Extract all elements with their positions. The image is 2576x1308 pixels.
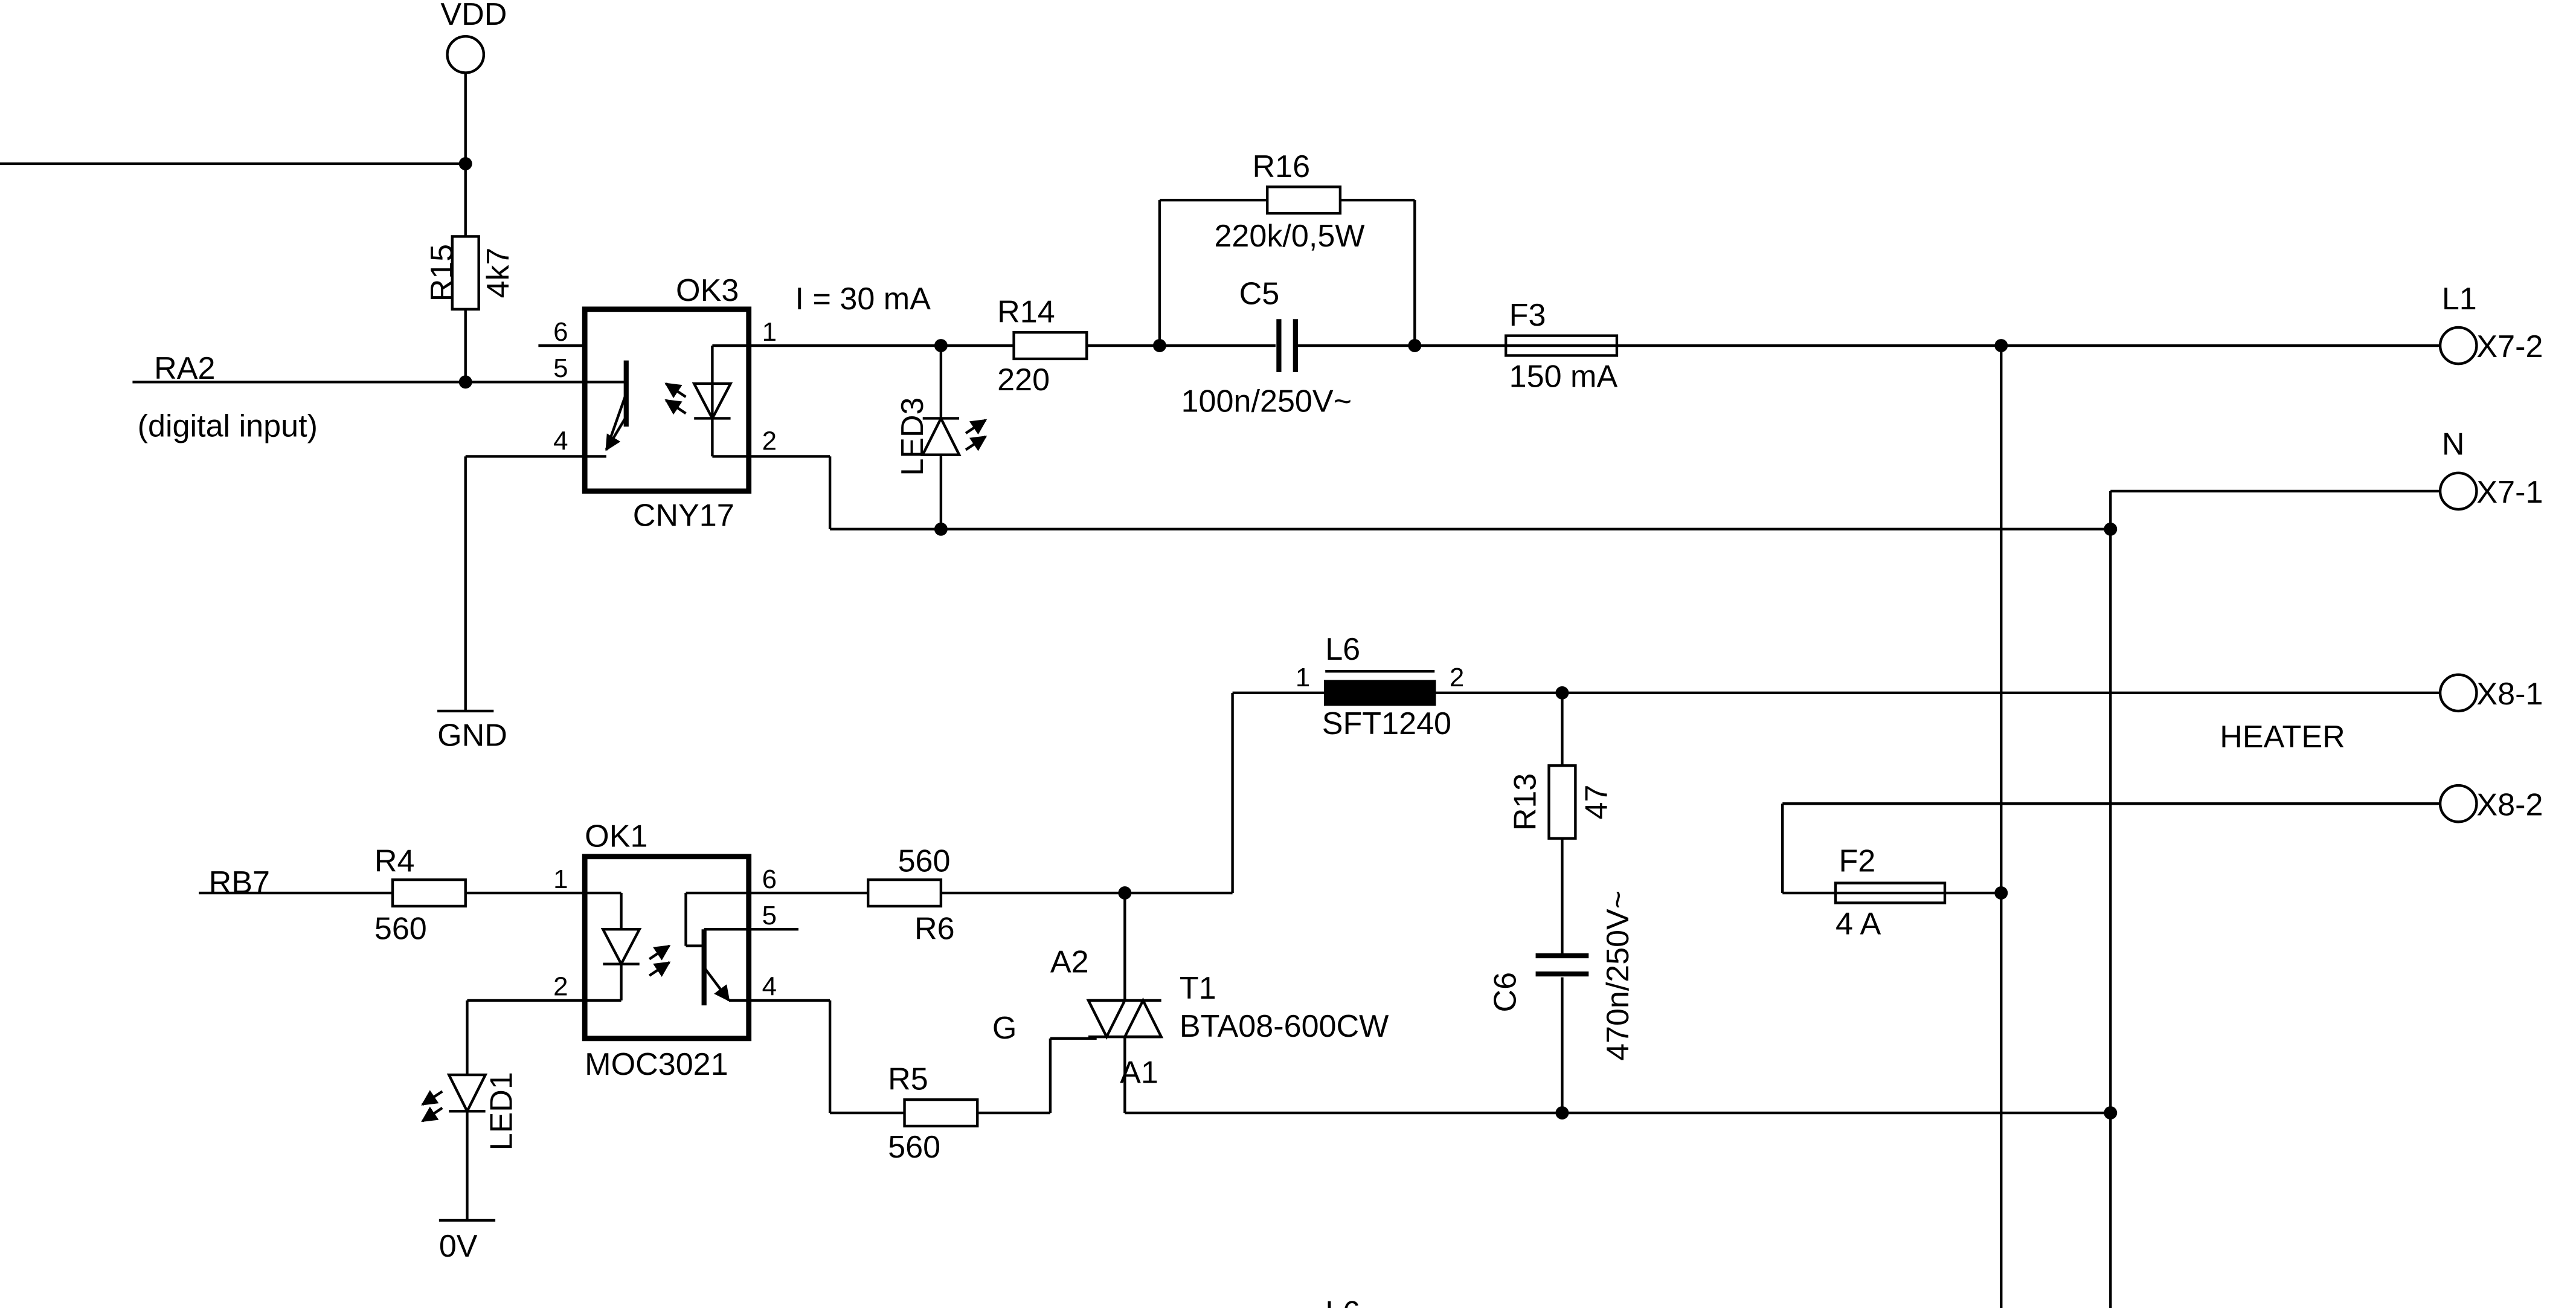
c6-value: 470n/250V~ (1601, 891, 1636, 1061)
vdd-label: VDD (440, 0, 507, 32)
ok1-pin5: 5 (762, 901, 777, 930)
x8-2-label: X8-2 (2476, 787, 2543, 822)
r13-ref: R13 (1508, 773, 1543, 831)
wire-led1 (466, 999, 585, 1075)
ra2-label: RA2 (154, 351, 215, 386)
l1-terminal (2438, 326, 2478, 366)
wire-f2-heater (1781, 802, 2441, 895)
wire-n-rail (748, 455, 2441, 531)
junction-dots (458, 157, 2118, 1120)
ok1-pin1: 1 (553, 865, 568, 894)
r4-value: 560 (374, 912, 427, 947)
ok1-part: MOC3021 (585, 1047, 728, 1082)
n-label: N (2442, 427, 2465, 462)
r13-value: 47 (1579, 785, 1614, 820)
n-terminal (2438, 471, 2478, 511)
r16-value: 220k/0,5W (1214, 219, 1364, 254)
heater-label: HEATER (2220, 720, 2345, 755)
a2-label: A2 (1050, 944, 1089, 979)
r16-resistor (1266, 185, 1342, 215)
rb7-label: RB7 (209, 865, 270, 900)
l6-pin1: 1 (1296, 663, 1310, 692)
led1 (421, 1073, 496, 1222)
f2-fuse (1834, 881, 1947, 904)
t1-triac (1086, 997, 1164, 1113)
f3-value: 150 mA (1509, 359, 1618, 395)
wire-vertical-buses (2000, 346, 2112, 1308)
r6-value: 560 (898, 843, 951, 878)
x7-1-label: X7-1 (2476, 475, 2543, 510)
led1-ref: LED1 (484, 1072, 519, 1150)
f3-ref: F3 (1509, 298, 1546, 333)
wire-r14-to-c5 (1087, 198, 1416, 347)
ok3-pin1: 1 (762, 317, 777, 347)
ok1-pin6: 6 (762, 865, 777, 894)
vdd-terminal (446, 35, 486, 74)
ok1-ref: OK1 (585, 819, 647, 854)
ok1-pin2: 2 (553, 972, 568, 1002)
r16-ref: R16 (1253, 149, 1311, 184)
r4-resistor (391, 878, 467, 908)
ok3-ref: OK3 (676, 273, 739, 308)
current-note: I = 30 mA (795, 282, 931, 317)
r15-ref: R15 (425, 244, 460, 301)
f2-ref: F2 (1839, 843, 1875, 878)
l1-label: L1 (2442, 282, 2477, 317)
led3-ref: LED3 (895, 398, 930, 476)
f2-value: 4 A (1836, 906, 1881, 941)
ok3-pin4: 4 (553, 427, 568, 456)
r5-resistor (903, 1098, 979, 1128)
l6-part: SFT1240 (1322, 706, 1451, 741)
ok3-pin6: 6 (553, 317, 568, 347)
ok3-pin2: 2 (762, 427, 777, 456)
x8-1-label: X8-1 (2476, 677, 2543, 712)
gnd-label: GND (437, 718, 507, 753)
r5-value: 560 (888, 1130, 940, 1165)
zero-v-label: 0V (439, 1229, 478, 1264)
wire-ok1-pin4 (748, 999, 905, 1115)
t1-part: BTA08-600CW (1180, 1009, 1389, 1044)
x8-1-terminal (2438, 673, 2478, 713)
a1-label: A1 (1120, 1055, 1158, 1091)
ok1-optocoupler (582, 854, 752, 1042)
l6-ref: L6 (1325, 632, 1360, 667)
g-label: G (992, 1011, 1017, 1046)
r15-value: 4k7 (481, 248, 516, 298)
c5-ref: C5 (1239, 277, 1280, 312)
t1-ref: T1 (1180, 971, 1216, 1006)
c6-ref: C6 (1488, 972, 1523, 1012)
led3 (920, 346, 988, 529)
c6-capacitor (1535, 953, 1589, 977)
c5-value: 100n/250V~ (1181, 384, 1352, 419)
ok3-pin5: 5 (553, 353, 568, 383)
wire-vdd-rail (0, 72, 467, 237)
r14-value: 220 (997, 362, 1050, 398)
c5-capacitor (1276, 319, 1506, 372)
r4-ref: R4 (374, 843, 415, 878)
r6-ref: R6 (914, 912, 955, 947)
x8-2-terminal (2438, 784, 2478, 823)
r14-resistor (1012, 330, 1088, 361)
r6-resistor (867, 878, 943, 908)
ok3-part: CNY17 (633, 498, 734, 533)
l6-pin2: 2 (1450, 663, 1464, 692)
wire-gnd (437, 455, 585, 713)
r13-resistor (1547, 764, 1577, 840)
wire-r5-to-gate (977, 1037, 1097, 1115)
ok1-pin4: 4 (762, 972, 777, 1002)
wire-r15-to-ra2 (132, 309, 585, 384)
r14-ref: R14 (997, 295, 1055, 330)
ok3-optocoupler (582, 306, 752, 494)
f3-fuse (1504, 334, 1619, 357)
l6-choke (1324, 670, 1436, 706)
x7-2-label: X7-2 (2476, 329, 2543, 364)
digital-input-label: (digital input) (138, 409, 318, 444)
r5-ref: R5 (888, 1062, 928, 1097)
wire-r6-to-triac (940, 691, 1326, 1000)
partial-label-bottom: L6 (1325, 1295, 1360, 1308)
